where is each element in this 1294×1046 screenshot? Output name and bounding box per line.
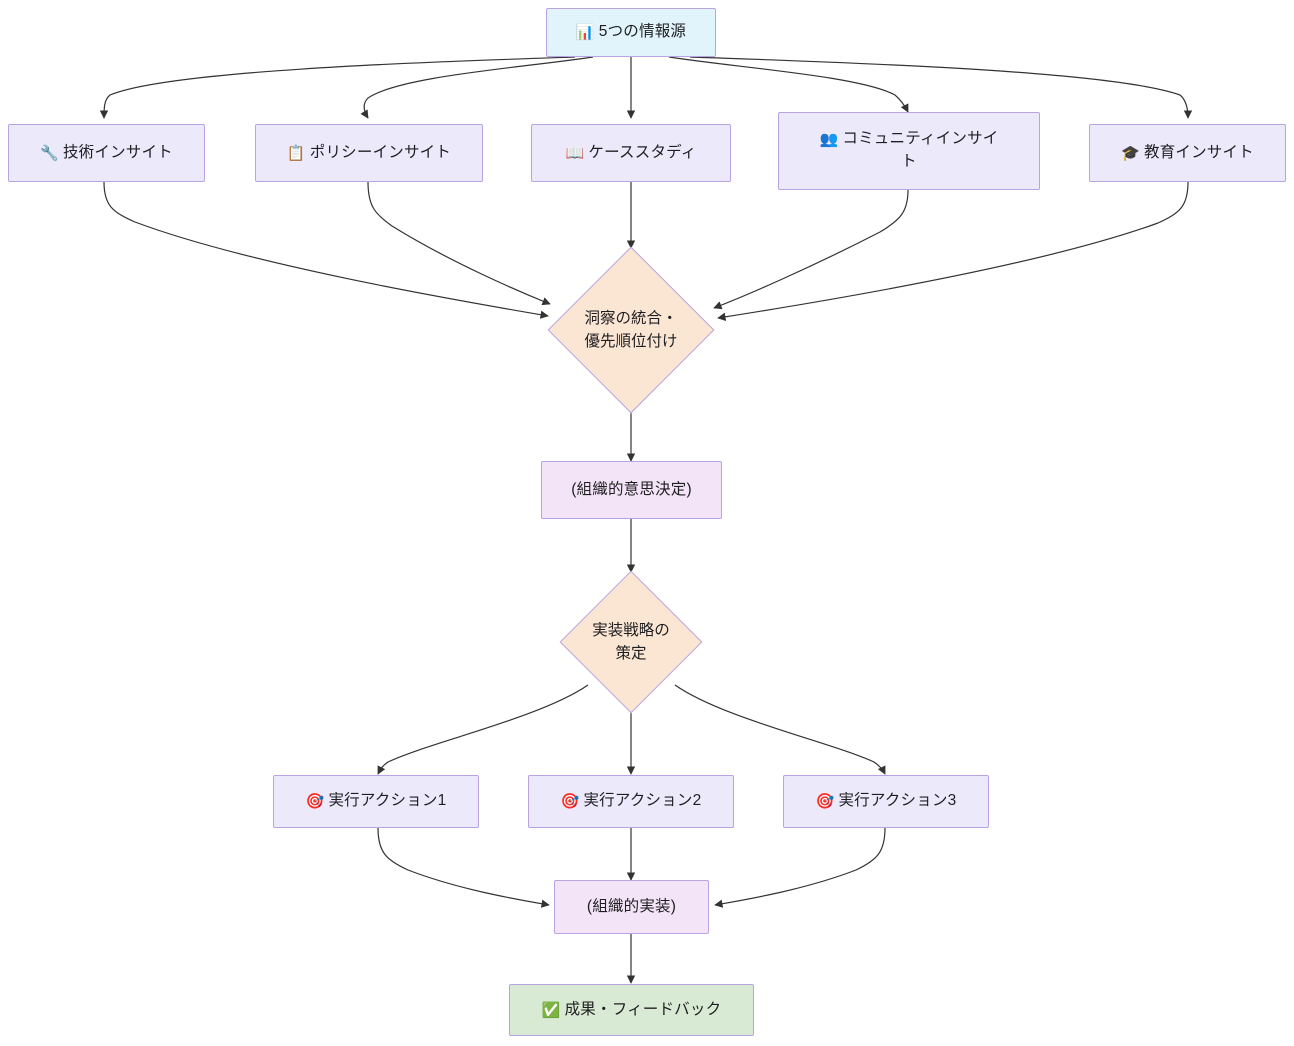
- bar-chart-icon: 📊: [575, 23, 595, 42]
- node-strategy-label: 実装戦略の 策定: [592, 621, 670, 662]
- node-community[interactable]: 👥コミュニティインサイ ト: [778, 112, 1040, 190]
- node-outcome-label: ✅成果・フィードバック: [541, 1000, 722, 1019]
- node-education-label: 🎓教育インサイト: [1121, 143, 1254, 162]
- node-outcome[interactable]: ✅成果・フィードバック: [509, 984, 754, 1036]
- node-strategy[interactable]: 実装戦略の 策定: [552, 570, 710, 714]
- edge-education-integrate: [717, 181, 1189, 321]
- node-org-decision-label: (組織的意思決定): [571, 480, 692, 498]
- node-policy-label: 📋ポリシーインサイト: [286, 143, 452, 162]
- node-integrate-label: 洞察の統合・ 優先順位付け: [584, 309, 678, 350]
- node-org-decision[interactable]: (組織的意思決定): [541, 461, 722, 519]
- edge-community-integrate: [713, 189, 909, 310]
- edge-source-policy: [360, 56, 594, 119]
- clipboard-icon: 📋: [286, 143, 306, 162]
- node-community-label: 👥コミュニティインサイ ト: [819, 130, 999, 171]
- node-policy[interactable]: 📋ポリシーインサイト: [255, 124, 483, 182]
- node-action1-label: 🎯実行アクション1: [305, 792, 447, 811]
- edge-source-tech: [99, 56, 576, 119]
- node-education[interactable]: 🎓教育インサイト: [1089, 124, 1286, 182]
- node-org-impl-label: (組織的実装): [586, 897, 677, 915]
- node-tech-label: 🔧技術インサイト: [40, 143, 173, 162]
- node-action2-label: 🎯実行アクション2: [560, 792, 702, 811]
- direct-hit-icon: 🎯: [305, 792, 325, 811]
- edge-action3-orgimpl: [714, 827, 886, 908]
- open-book-icon: 📖: [565, 143, 585, 162]
- graduation-cap-icon: 🎓: [1121, 143, 1140, 162]
- node-source[interactable]: 📊5つの情報源: [546, 8, 716, 57]
- node-case[interactable]: 📖ケーススタディ: [531, 124, 731, 182]
- node-action2[interactable]: 🎯実行アクション2: [528, 775, 734, 828]
- node-action3-label: 🎯実行アクション3: [815, 792, 957, 811]
- node-action1[interactable]: 🎯実行アクション1: [273, 775, 479, 828]
- edge-source-community: [668, 56, 909, 113]
- node-source-label: 📊5つの情報源: [575, 23, 687, 42]
- node-case-label: 📖ケーススタディ: [565, 143, 697, 162]
- edge-source-education: [689, 56, 1193, 119]
- node-integrate[interactable]: 洞察の統合・ 優先順位付け: [541, 246, 721, 414]
- node-action3[interactable]: 🎯実行アクション3: [783, 775, 989, 828]
- edge-tech-integrate: [103, 181, 549, 319]
- busts-in-silhouette-icon: 👥: [819, 130, 839, 149]
- node-org-impl[interactable]: (組織的実装): [554, 880, 709, 934]
- white-check-mark-icon: ✅: [541, 1000, 561, 1019]
- edge-policy-integrate: [367, 181, 551, 306]
- edge-action1-orgimpl: [377, 827, 550, 908]
- node-tech[interactable]: 🔧技術インサイト: [8, 124, 205, 182]
- wrench-icon: 🔧: [40, 143, 59, 162]
- direct-hit-icon: 🎯: [560, 792, 580, 811]
- direct-hit-icon: 🎯: [815, 792, 835, 811]
